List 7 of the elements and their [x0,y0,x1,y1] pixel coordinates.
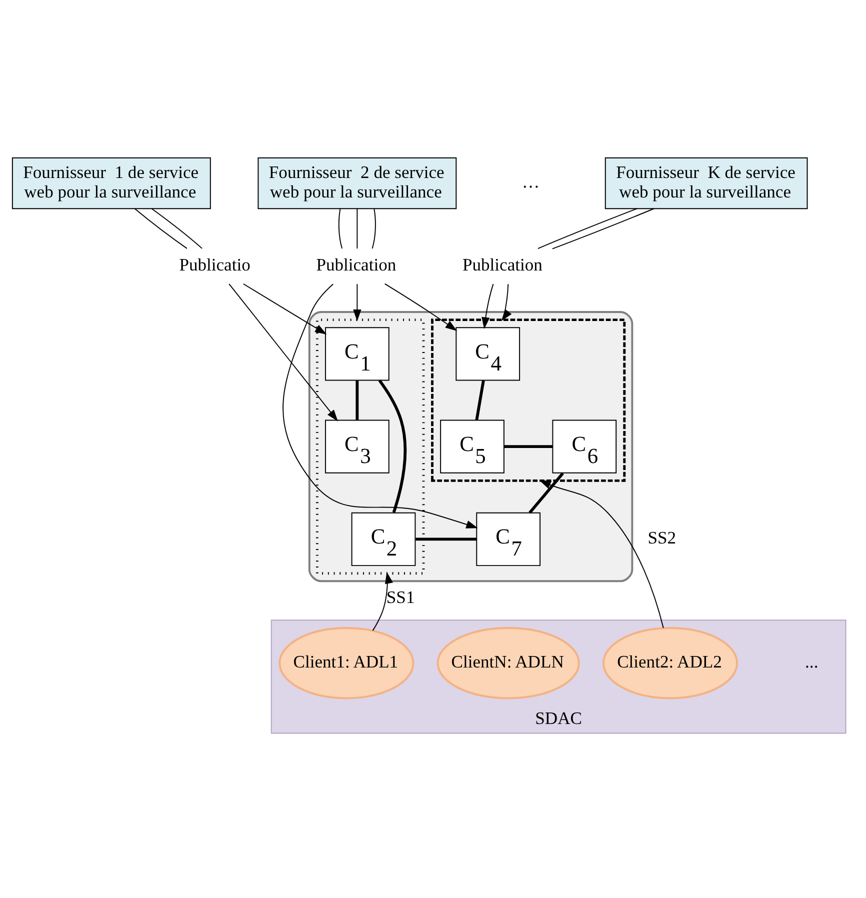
node-text: Publication [462,254,542,274]
edge-label: SS2 [648,527,676,548]
label: ... [805,650,818,671]
edge-label: SS1 [386,586,415,607]
label: … [522,171,540,192]
node-text: Publication [316,254,396,274]
node-text: Publicatio [179,254,250,274]
